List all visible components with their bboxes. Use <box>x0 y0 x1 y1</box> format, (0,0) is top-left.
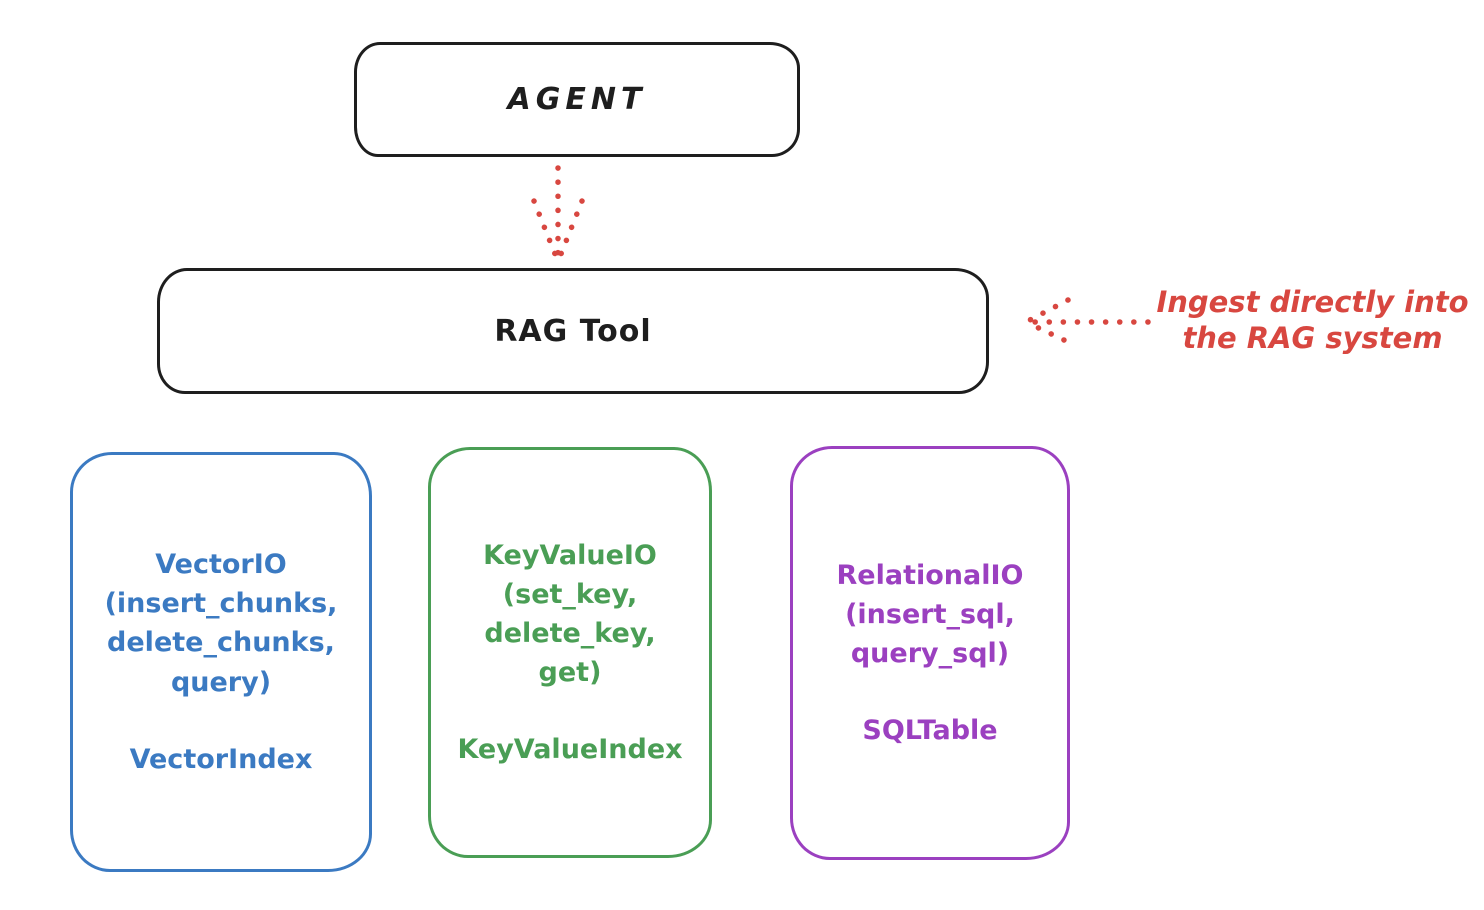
keyvalue-io-label: KeyValueIO (set_key, delete_key, get) <box>483 539 657 689</box>
agent-node: AGENT <box>354 42 800 157</box>
relational-io-label: RelationalIO (insert_sql, query_sql) <box>836 559 1024 669</box>
relational-io-node: RelationalIO (insert_sql, query_sql) SQL… <box>790 446 1070 860</box>
keyvalue-io-node: KeyValueIO (set_key, delete_key, get) Ke… <box>428 447 712 858</box>
vector-io-node: VectorIO (insert_chunks, delete_chunks, … <box>70 452 372 872</box>
agent-label: AGENT <box>507 82 647 117</box>
sqltable-label: SQLTable <box>862 715 998 747</box>
keyvalue-index-label: KeyValueIndex <box>457 734 683 766</box>
rag-tool-label: RAG Tool <box>494 313 652 349</box>
annotation-to-rag-arrow <box>1023 297 1151 343</box>
vector-index-label: VectorIndex <box>129 743 313 775</box>
ingest-annotation: Ingest directly into the RAG system <box>1156 285 1469 356</box>
vector-io-label: VectorIO (insert_chunks, delete_chunks, … <box>104 549 338 698</box>
agent-to-rag-arrow <box>531 165 585 260</box>
rag-tool-node: RAG Tool <box>157 268 989 394</box>
